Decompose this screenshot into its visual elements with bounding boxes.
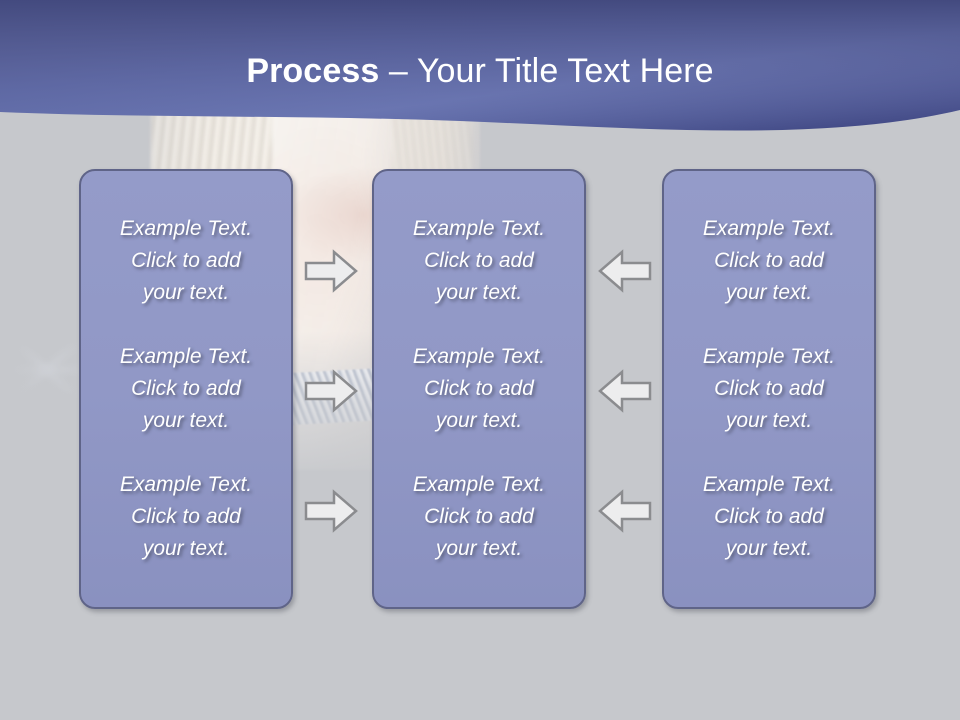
process-box-3[interactable]: Example Text. Click to add your text. Ex… xyxy=(662,169,876,609)
process-box-1[interactable]: Example Text. Click to add your text. Ex… xyxy=(79,169,293,609)
title-bold-part: Process xyxy=(246,52,380,90)
process-box-2-item-3[interactable]: Example Text. Click to add your text. xyxy=(412,473,546,560)
process-box-3-item-3[interactable]: Example Text. Click to add your text. xyxy=(702,473,836,560)
process-box-2-item-1[interactable]: Example Text. Click to add your text. xyxy=(412,217,546,304)
process-box-1-item-2[interactable]: Example Text. Click to add your text. xyxy=(119,345,253,432)
arrow-right-icon[interactable] xyxy=(303,367,359,415)
process-box-1-item-3[interactable]: Example Text. Click to add your text. xyxy=(119,473,253,560)
arrow-right-icon[interactable] xyxy=(303,247,359,295)
process-box-3-item-2[interactable]: Example Text. Click to add your text. xyxy=(702,345,836,432)
arrow-left-icon[interactable] xyxy=(597,367,653,415)
process-box-1-item-1[interactable]: Example Text. Click to add your text. xyxy=(119,217,253,304)
process-box-2[interactable]: Example Text. Click to add your text. Ex… xyxy=(372,169,586,609)
title-separator: – xyxy=(379,52,417,90)
page-title: Process – Your Title Text Here xyxy=(0,49,960,93)
title-rest-part: Your Title Text Here xyxy=(416,52,714,90)
arrow-right-icon[interactable] xyxy=(303,487,359,535)
arrow-left-icon[interactable] xyxy=(597,247,653,295)
process-box-3-item-1[interactable]: Example Text. Click to add your text. xyxy=(702,217,836,304)
process-box-2-item-2[interactable]: Example Text. Click to add your text. xyxy=(412,345,546,432)
arrow-left-icon[interactable] xyxy=(597,487,653,535)
